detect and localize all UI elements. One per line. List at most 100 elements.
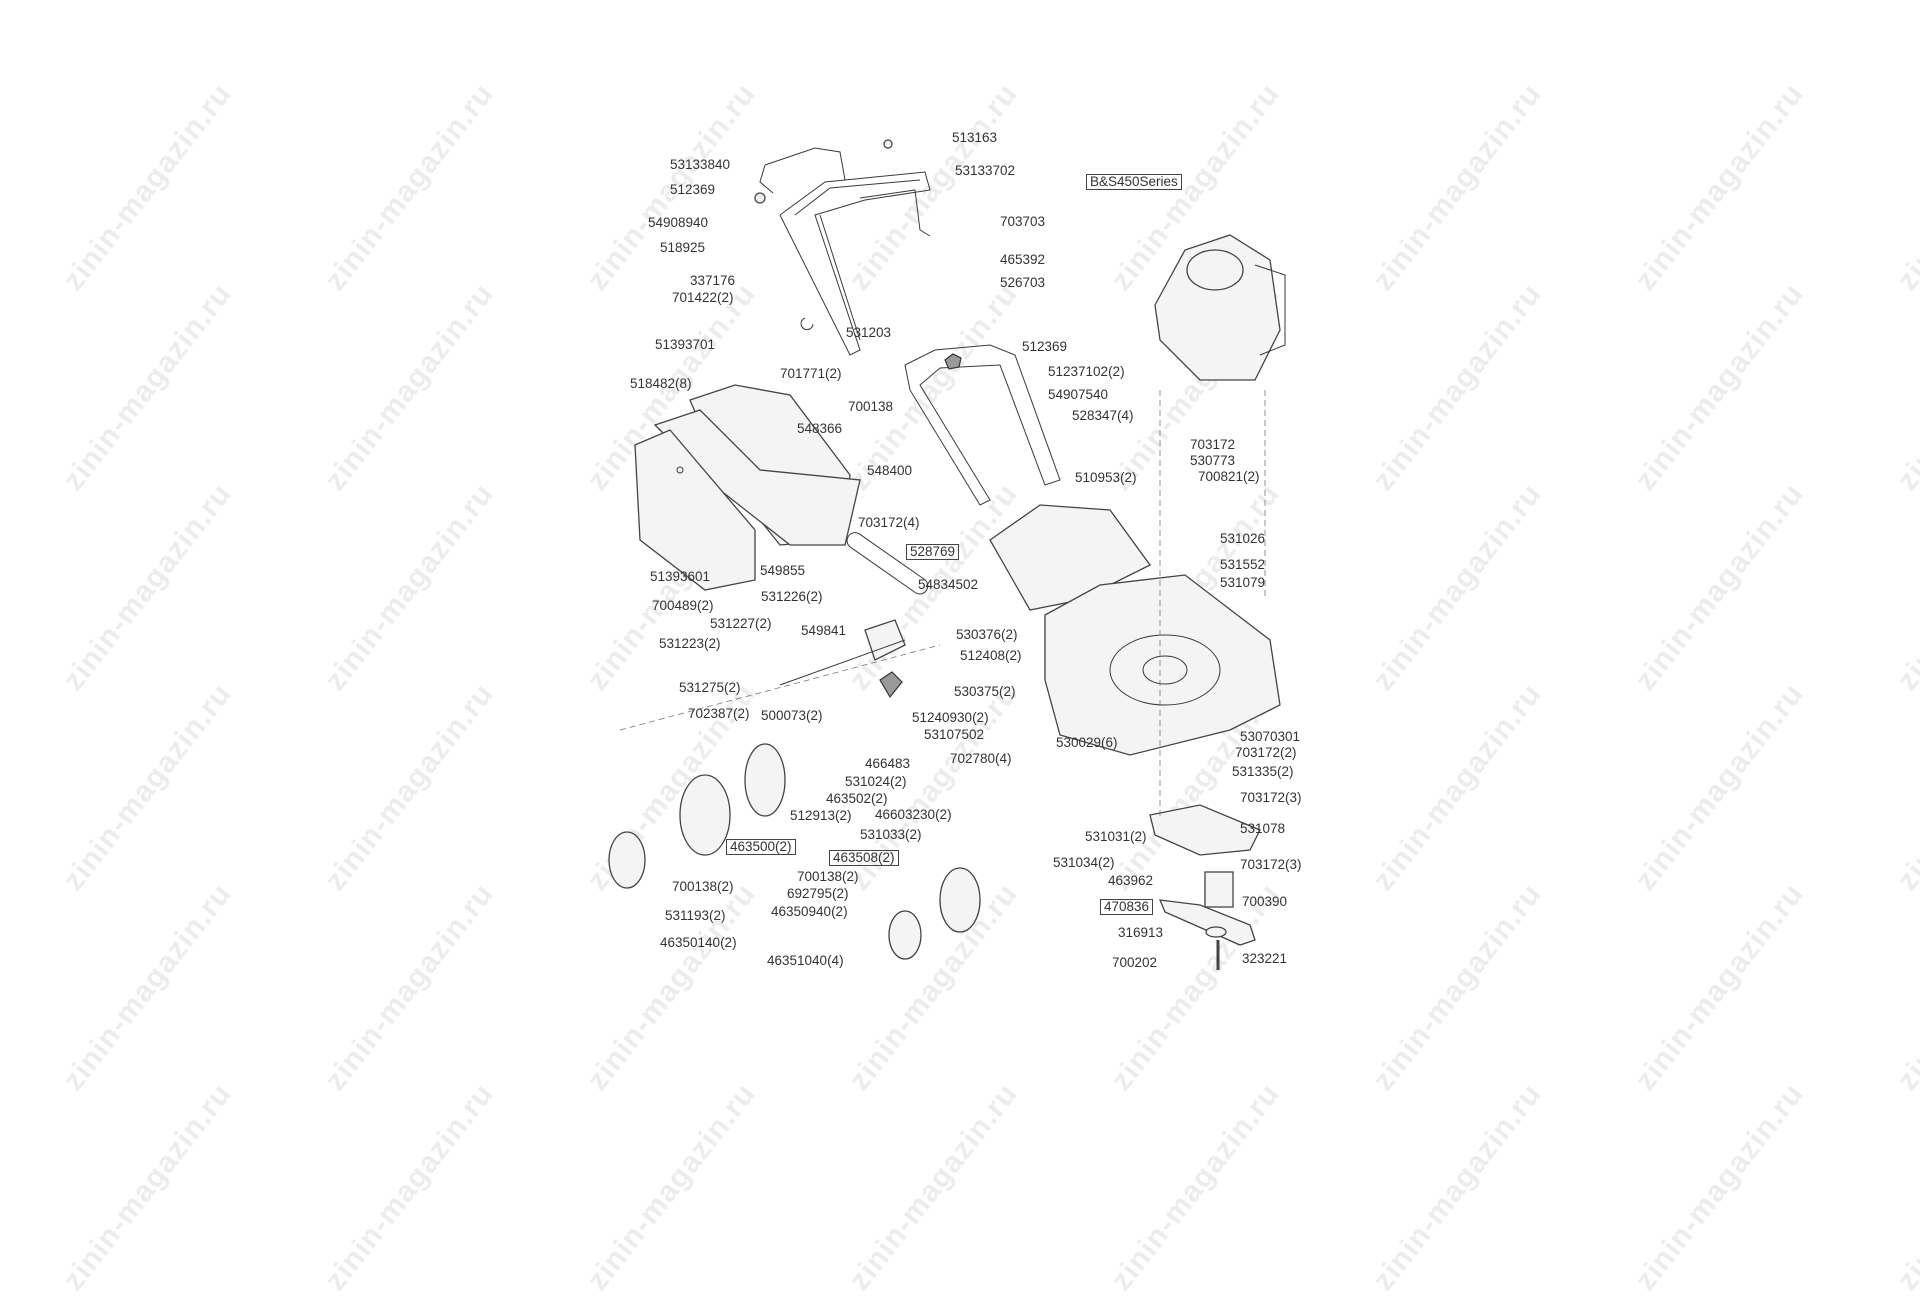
part-number-label: 53133702 <box>955 163 1016 178</box>
part-number-label: 700390 <box>1242 894 1288 909</box>
part-number-label: 531226(2) <box>761 589 823 604</box>
deck-hub <box>1142 655 1188 685</box>
upper-handle-part <box>779 171 931 356</box>
watermark-text: zinin-magazin.ru <box>580 1077 763 1297</box>
engine-body <box>1154 234 1281 381</box>
engine-model-label: B&S450Series <box>1086 174 1182 190</box>
rear-wheel-463500 <box>679 774 731 856</box>
mower-deck <box>1044 574 1281 756</box>
part-number-label: 701771(2) <box>780 366 842 381</box>
part-number-label: 700138 <box>848 399 894 414</box>
part-number-label: 531335(2) <box>1232 764 1294 779</box>
lower-handle-part <box>904 344 1061 506</box>
deck-opening <box>1109 634 1221 706</box>
part-number-label: 323221 <box>1242 951 1288 966</box>
part-number-label: 53133840 <box>670 157 731 172</box>
part-number-label: 531026 <box>1220 531 1266 546</box>
part-number-label: 531552 <box>1220 557 1266 572</box>
part-number-label: 512408(2) <box>960 648 1022 663</box>
part-number-label: 700138(2) <box>672 879 734 894</box>
part-number-label: 700202 <box>1112 955 1158 970</box>
nut-512369 <box>754 192 766 204</box>
part-number-label: 702387(2) <box>688 706 750 721</box>
part-number-label: 51393701 <box>655 337 716 352</box>
cable-bracket-right <box>859 189 931 237</box>
hubcap-46350940 <box>888 910 922 960</box>
part-number-label: 531078 <box>1240 821 1286 836</box>
rivet-icon <box>676 466 684 474</box>
part-number-label: 549841 <box>801 623 847 638</box>
part-number-label: 700489(2) <box>652 598 714 613</box>
part-number-label: 46351040(4) <box>767 953 844 968</box>
part-number-label: 703172(3) <box>1240 857 1302 872</box>
blade-470836 <box>1158 899 1256 946</box>
part-number-label: 465392 <box>1000 252 1046 267</box>
part-number-label: 548400 <box>867 463 913 478</box>
part-number-label: 54908940 <box>648 215 709 230</box>
part-number-label: 46603230(2) <box>875 807 952 822</box>
watermark-text: zinin-magazin.ru <box>1628 1077 1811 1297</box>
part-number-label: 703703 <box>1000 214 1046 229</box>
part-number-label: 531079 <box>1220 575 1266 590</box>
part-number-label: 531024(2) <box>845 774 907 789</box>
washer-316913 <box>1205 926 1227 938</box>
part-number-label: 316913 <box>1118 925 1164 940</box>
part-number-label: 531193(2) <box>665 908 726 923</box>
part-number-label: 53107502 <box>924 727 985 742</box>
part-number-label: 531034(2) <box>1053 855 1115 870</box>
part-number-label: 337176 <box>690 273 736 288</box>
washer-513163 <box>883 139 893 149</box>
part-number-label: 530375(2) <box>954 684 1016 699</box>
part-number-label: 463508(2) <box>829 850 899 866</box>
part-number-label: 530773 <box>1190 453 1236 468</box>
part-number-label: 531203 <box>846 325 892 340</box>
drive-belt <box>846 532 929 595</box>
part-number-label: 46350140(2) <box>660 935 737 950</box>
part-number-label: 510953(2) <box>1075 470 1137 485</box>
parts-artwork <box>608 139 1286 970</box>
part-number-label: 530376(2) <box>956 627 1018 642</box>
part-number-label: 466483 <box>865 756 911 771</box>
part-number-label: 463502(2) <box>826 791 888 806</box>
part-number-label: 700138(2) <box>797 869 859 884</box>
part-number-label: 531223(2) <box>659 636 721 651</box>
part-number-label: 528347(4) <box>1072 408 1134 423</box>
part-number-label: 54907540 <box>1048 387 1109 402</box>
assembly-line <box>619 644 941 731</box>
star-knob <box>944 353 962 370</box>
part-number-label: 701422(2) <box>672 290 734 305</box>
part-number-label: 512369 <box>1022 339 1068 354</box>
watermark-text: zinin-magazin.ru <box>318 1077 501 1297</box>
watermark-text: zinin-magazin.ru <box>56 1077 239 1297</box>
front-wheel-463508 <box>939 867 981 933</box>
part-number-label: 548366 <box>797 421 843 436</box>
engine-starter-cover <box>1186 249 1244 291</box>
part-number-label: 512913(2) <box>790 808 852 823</box>
part-number-label: 531227(2) <box>710 616 772 631</box>
part-number-label: 500073(2) <box>761 708 823 723</box>
watermark-text: zinin-magazin.ru <box>1890 1077 1920 1297</box>
part-number-label: 463962 <box>1108 873 1154 888</box>
drive-pulley-cover <box>879 671 903 699</box>
part-number-label: 512369 <box>670 182 716 197</box>
part-number-label: 703172(3) <box>1240 790 1302 805</box>
part-number-label: 703172(4) <box>858 515 920 530</box>
part-number-label: 513163 <box>952 130 998 145</box>
part-number-label: 51237102(2) <box>1048 364 1125 379</box>
wheel-cover-463502 <box>744 743 786 817</box>
part-number-label: 51393601 <box>650 569 711 584</box>
part-number-label: 54834502 <box>918 577 979 592</box>
blade-adaptor-463962 <box>1204 871 1234 908</box>
part-number-label: 702780(4) <box>950 751 1012 766</box>
part-number-label: 463500(2) <box>726 839 796 855</box>
part-number-label: 703172(2) <box>1235 745 1297 760</box>
exploded-parts-diagram: 513163 53133840 53133702 512369 54908940 7037… <box>608 130 1302 970</box>
part-number-label: 530029(6) <box>1056 735 1118 750</box>
watermark-text: zinin-magazin.ru <box>842 1077 1025 1297</box>
part-number-label: 528769 <box>906 544 960 560</box>
grass-bag-basket <box>634 429 756 591</box>
cable-bracket-top <box>759 147 846 194</box>
part-number-label: 518925 <box>660 240 706 255</box>
part-number-label: 470836 <box>1100 899 1154 915</box>
part-number-label: 53070301 <box>1240 729 1301 744</box>
